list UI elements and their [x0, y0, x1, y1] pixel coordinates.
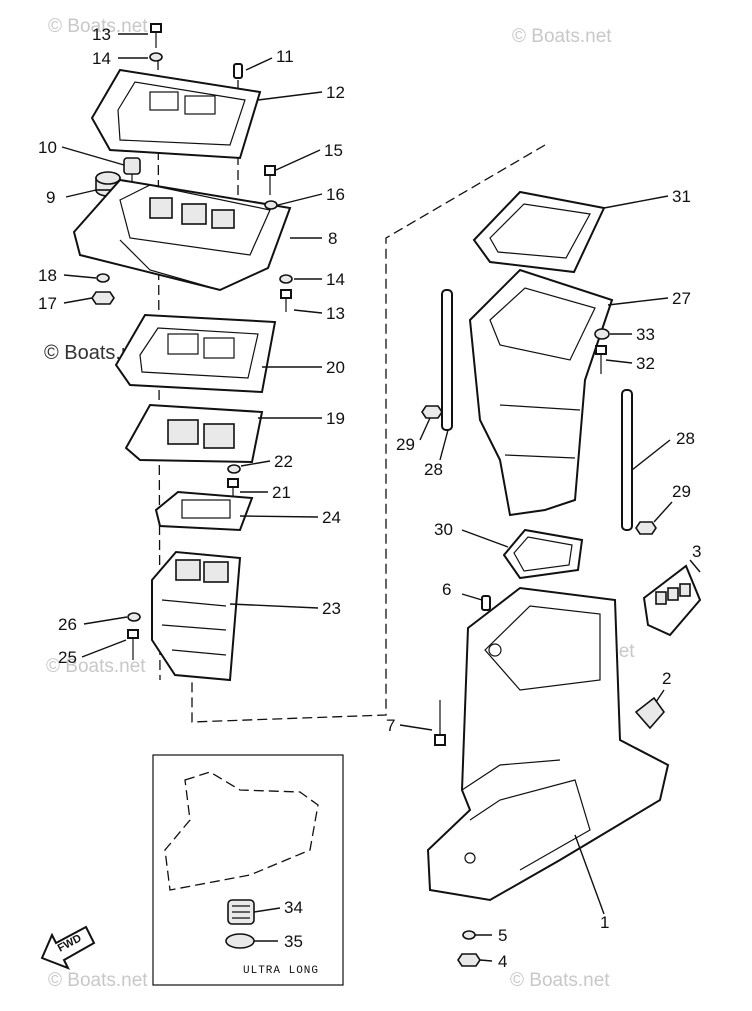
upper-casing-27	[468, 268, 614, 517]
leader-lines	[61, 33, 701, 962]
washer-16	[264, 200, 278, 210]
bolt-25	[127, 629, 139, 660]
callout-29-left: 29	[396, 435, 415, 454]
callout-19: 19	[326, 409, 345, 428]
nut-29-right	[635, 521, 657, 535]
callout-27: 27	[672, 289, 691, 308]
callout-11: 11	[276, 47, 294, 66]
inset-silhouette	[164, 771, 319, 891]
callout-2: 2	[662, 669, 671, 688]
ultra-long-inset-box	[152, 754, 344, 986]
callout-15: 15	[324, 141, 343, 160]
callout-31: 31	[672, 187, 691, 206]
callout-21: 21	[272, 483, 291, 502]
callout-20: 20	[326, 358, 345, 377]
callout-14-mid: 14	[326, 270, 345, 289]
washer-33	[594, 328, 610, 340]
exhaust-manifold-8	[72, 178, 292, 292]
nut-29-left	[421, 405, 443, 419]
callout-8: 8	[328, 229, 337, 248]
callout-13-mid: 13	[326, 304, 345, 323]
washer-22	[227, 464, 241, 474]
callout-6: 6	[442, 580, 451, 599]
washer-14-top	[149, 52, 163, 62]
callout-7: 7	[386, 716, 395, 735]
callout-25: 25	[58, 648, 77, 667]
callout-26: 26	[58, 615, 77, 634]
callout-17: 17	[38, 294, 57, 313]
callout-35: 35	[284, 932, 303, 951]
gasket-20	[114, 313, 277, 394]
dowel-6	[481, 595, 491, 611]
lower-casing-1	[426, 586, 670, 902]
watermark-bottom-right: © Boats.net	[510, 970, 610, 991]
callout-23: 23	[322, 599, 341, 618]
bolt-7	[434, 700, 446, 746]
plate-19	[124, 403, 264, 464]
watermark-bottom-left: © Boats.net	[48, 970, 148, 991]
washer-18	[96, 273, 110, 283]
anode-2	[634, 696, 666, 730]
grille-3	[642, 564, 702, 637]
seal-30	[502, 528, 584, 580]
callout-29-right: 29	[672, 482, 691, 501]
watermark-center: © Boats.net	[46, 656, 146, 677]
bolt-13-mid	[280, 289, 292, 312]
rubber-strip-28-left	[441, 289, 453, 431]
callout-24: 24	[322, 508, 341, 527]
dowel-11	[233, 63, 243, 79]
gasket-24	[154, 490, 254, 532]
nut-17	[91, 291, 115, 305]
assembly-guide-line	[191, 144, 546, 723]
callout-28-left: 28	[424, 460, 443, 479]
callout-10: 10	[38, 138, 57, 157]
gasket-31	[472, 190, 606, 274]
bolt-15	[264, 165, 276, 195]
watermark-top-right: © Boats.net	[512, 26, 612, 47]
muffler-23	[151, 550, 242, 682]
inset-label: ULTRA LONG	[243, 965, 319, 977]
callout-33: 33	[636, 325, 655, 344]
callout-13-top: 13	[92, 25, 111, 44]
callout-30: 30	[434, 520, 453, 539]
bolt-13-top	[150, 23, 162, 48]
callout-34: 34	[284, 898, 303, 917]
washer-35	[225, 933, 255, 949]
callout-5: 5	[498, 926, 507, 945]
callout-9: 9	[46, 188, 55, 207]
callout-14-top: 14	[92, 49, 111, 68]
callout-4: 4	[498, 952, 507, 971]
washer-14-mid	[279, 274, 293, 284]
bolt-32	[595, 345, 607, 374]
callout-16: 16	[326, 185, 345, 204]
callout-22: 22	[274, 452, 293, 471]
fwd-arrow: FWD	[40, 925, 96, 970]
callout-18: 18	[38, 266, 57, 285]
rubber-strip-28-right	[621, 389, 633, 531]
callout-32: 32	[636, 354, 655, 373]
gear-34	[227, 899, 255, 925]
nut-4	[457, 953, 481, 967]
washer-5	[462, 930, 476, 940]
washer-26	[127, 612, 141, 622]
callout-28-right: 28	[676, 429, 695, 448]
callout-12: 12	[326, 83, 345, 102]
gasket-12	[90, 68, 262, 160]
callout-3: 3	[692, 542, 701, 561]
watermark-top-left: © Boats.net	[48, 16, 148, 37]
callout-1: 1	[600, 913, 609, 932]
callout-labels: 13 14 11 12 10 9 15 16 8 18 17 14 13 20 …	[38, 25, 701, 971]
